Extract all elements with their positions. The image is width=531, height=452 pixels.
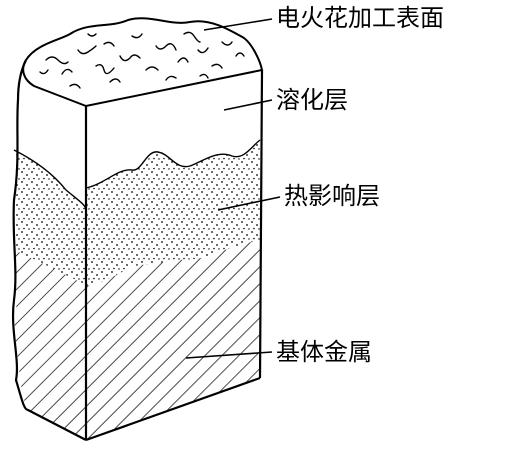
- label-heat-affected-layer: 热影响层: [284, 182, 380, 210]
- top-surface: [22, 17, 264, 108]
- leader-melted: [223, 99, 273, 111]
- leader-base-metal: [185, 351, 273, 359]
- leader-lines: [185, 18, 281, 359]
- label-melted-layer: 溶化层: [276, 86, 348, 114]
- leader-heat-affected: [217, 196, 281, 211]
- label-base-metal: 基体金属: [276, 338, 372, 366]
- side-face: [13, 82, 86, 441]
- leader-surface: [203, 18, 273, 31]
- block-outline: [11, 59, 264, 442]
- front-face: [86, 70, 260, 440]
- label-edm-surface: 电火花加工表面: [276, 4, 444, 32]
- layer-boundaries: [13, 139, 261, 211]
